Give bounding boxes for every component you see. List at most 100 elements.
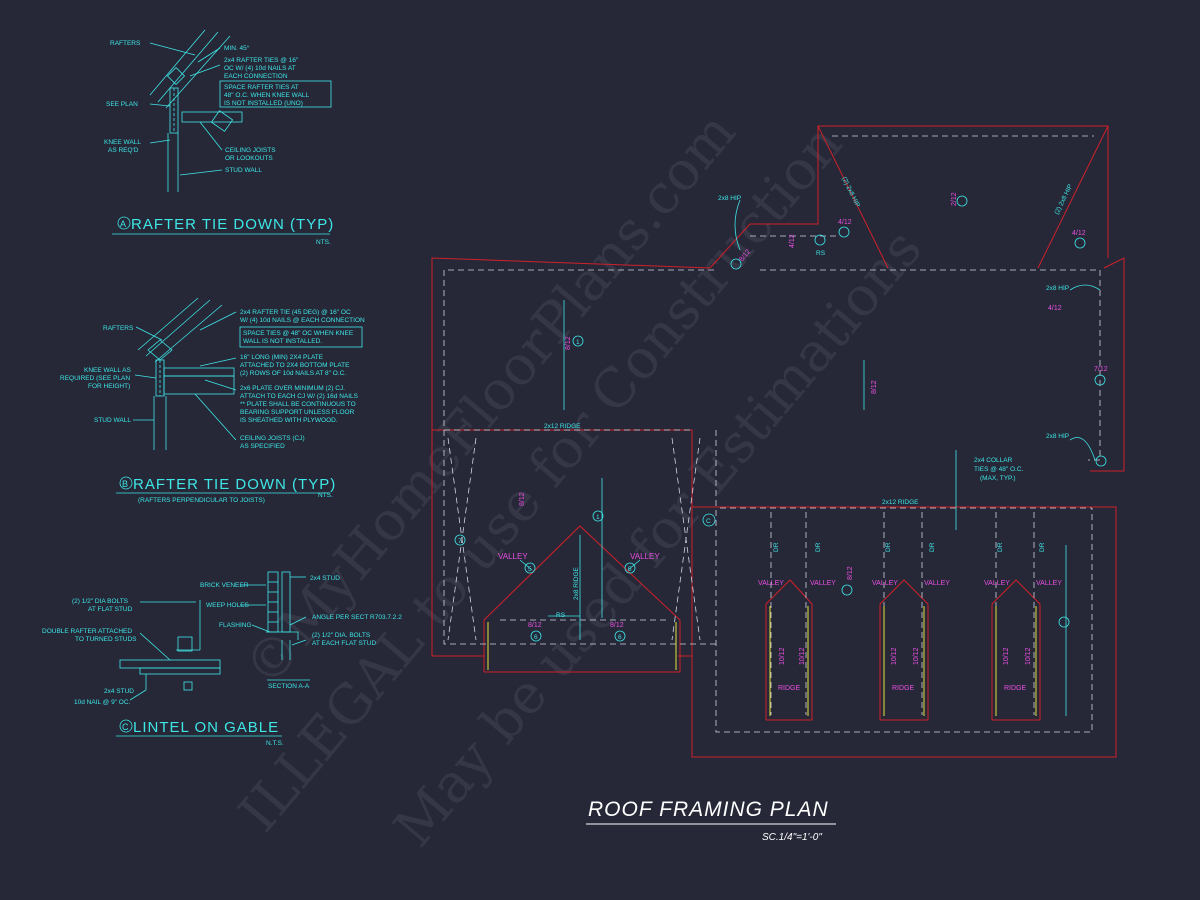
note-b-1: 2x4 RAFTER TIE (45 DEG) @ 16" OC: [240, 309, 351, 316]
label-small-ridge-2: RIDGE: [892, 685, 915, 692]
note-b-ceil-2: AS SPECIFIED: [240, 443, 285, 450]
label-ridge-left: 2x12 RIDGE: [544, 423, 581, 430]
note-b-5: (2) ROWS OF 10d NAILS AT 8" O.C.: [240, 370, 346, 377]
label-dr-6: DR: [1039, 542, 1046, 552]
label-small-valley-2: VALLEY: [810, 580, 836, 587]
detail-c-marker: C: [122, 722, 129, 732]
note-c-stud-1: 2x4 STUD: [104, 688, 134, 695]
note-box-2: 48" O.C. WHEN KNEE WALL: [224, 92, 310, 99]
note-knee-1: KNEE WALL: [104, 139, 141, 146]
label-small-valley-1: VALLEY: [758, 580, 784, 587]
detail-b-title: RAFTER TIE DOWN (TYP): [133, 476, 336, 493]
note-c-bolts-1: (2) 1/2" DIA. BOLTS: [312, 632, 371, 639]
pitch-1012-3: 10/12: [891, 647, 898, 665]
section-markers: [454, 195, 1107, 642]
label-dr-2: DR: [815, 542, 822, 552]
pitch-812-a: 8/12: [565, 336, 572, 350]
note-b-8: ** PLATE SHALL BE CONTINUOUS TO: [240, 401, 356, 408]
note-b-4: ATTACHED TO 2X4 BOTTOM PLATE: [240, 362, 350, 369]
pitch-812-b: 8/12: [871, 380, 878, 394]
note-c-weep: WEEP HOLES: [206, 602, 250, 609]
pitch-212: 2/12: [951, 192, 958, 206]
label-small-ridge-1: RIDGE: [778, 685, 801, 692]
label-dr-5: DR: [997, 542, 1004, 552]
label-hip-diag-r: (2) 2x8 HIP: [1054, 183, 1075, 216]
pitch-1012-5: 10/12: [1003, 647, 1010, 665]
detail-c: [119, 571, 310, 701]
note-b-7: ATTACH TO EACH CJ W/ (2) 16d NAILS: [240, 393, 359, 400]
note-c-section: SECTION A-A: [268, 683, 310, 690]
label-hip-r2: 2x8 HIP: [1046, 433, 1069, 440]
detail-c-scale: N.T.S.: [266, 740, 284, 747]
detail-a-title: RAFTER TIE DOWN (TYP): [131, 216, 334, 233]
note-b-box-1: SPACE TIES @ 48" OC WHEN KNEE: [243, 330, 354, 337]
detail-a-notes: RAFTERS MIN. 45° 2x4 RAFTER TIES @ 16" O…: [104, 40, 334, 246]
note-tie-1: 2x4 RAFTER TIES @ 16": [224, 57, 299, 64]
note-c-stud-2: 10d NAIL @ 9" OC.: [74, 699, 131, 706]
pitch-1012-1: 10/12: [779, 647, 786, 665]
note-b-3: 16" LONG (MIN) 2X4 PLATE: [240, 354, 324, 361]
pitch-1012-2: 10/12: [799, 647, 806, 665]
detail-b-scale: NTS.: [318, 492, 333, 499]
detail-a-scale: NTS.: [316, 239, 331, 246]
pitch-812-f: 8/12: [847, 566, 854, 580]
note-tie-3: EACH CONNECTION: [224, 73, 288, 80]
roof-plan-cyan-ridges: [519, 199, 1101, 716]
label-ridge-2x8: 2x8 RIDGE: [573, 566, 580, 600]
label-collar-3: (MAX, TYP.): [980, 475, 1016, 482]
label-collar-1: 2x4 COLLAR: [974, 457, 1013, 464]
detail-c-notes: BRICK VENEER WEEP HOLES FLASHING 2x4 STU…: [42, 575, 402, 747]
tag-5-a: 5: [528, 566, 532, 573]
note-ceil-1: CEILING JOISTS: [225, 147, 276, 154]
detail-c-title: LINTEL ON GABLE: [133, 719, 279, 736]
label-rs-2: RS: [816, 250, 826, 257]
note-b-knee-3: FOR HEIGHT): [88, 383, 130, 390]
pitch-1012-4: 10/12: [913, 647, 920, 665]
pitch-812-c: 8/12: [519, 492, 526, 506]
label-dr-1: DR: [773, 542, 780, 552]
pitch-412-c: 4/12: [789, 234, 796, 248]
plan-title: ROOF FRAMING PLAN: [588, 798, 829, 821]
note-c-lbolts-2: AT FLAT STUD: [88, 606, 133, 613]
label-valley-2: VALLEY: [630, 552, 660, 561]
tag-1-a: 1: [576, 339, 580, 346]
note-c-stud2x4: 2x4 STUD: [310, 575, 340, 582]
plan-title-block: ROOF FRAMING PLAN SC.1/4"=1'-0": [586, 798, 836, 843]
pitch-1012-6: 10/12: [1025, 647, 1032, 665]
detail-a: [149, 29, 332, 192]
tag-1-b: 1: [596, 514, 600, 521]
note-c-dbl-1: DOUBLE RAFTER ATTACHED: [42, 628, 132, 635]
detail-b-subtitle: (RAFTERS PERPENDICULAR TO JOISTS): [138, 497, 265, 504]
label-small-valley-3: VALLEY: [872, 580, 898, 587]
note-rafters: RAFTERS: [110, 40, 141, 47]
label-dr-3: DR: [885, 542, 892, 552]
note-tie-2: OC W/ (4) 10d NAILS AT: [224, 65, 296, 72]
detail-b-notes: 2x4 RAFTER TIE (45 DEG) @ 16" OC W/ (4) …: [60, 309, 365, 504]
label-hip-top: 2x8 HIP: [718, 195, 741, 202]
detail-a-marker: A: [120, 219, 126, 229]
note-stud: STUD WALL: [225, 167, 262, 174]
roof-plan-dashed: [443, 135, 1101, 733]
note-box-3: IS NOT INSTALLED (UNO): [224, 100, 303, 107]
label-hip-diag-l: (2) 2x8 HIP: [840, 176, 861, 209]
tag-5-b: 5: [628, 566, 632, 573]
label-collar-2: TIES @ 48" O.C.: [974, 466, 1024, 473]
label-hip-r1: 2x8 HIP: [1046, 285, 1069, 292]
note-min45: MIN. 45°: [224, 44, 250, 52]
label-ridge-right: 2x12 RIDGE: [882, 499, 919, 506]
pitch-412-b: 4/12: [1072, 230, 1086, 237]
label-small-valley-5: VALLEY: [984, 580, 1010, 587]
label-valley-1: VALLEY: [498, 552, 528, 561]
note-c-brick: BRICK VENEER: [200, 582, 249, 589]
note-knee-2: AS REQ'D: [108, 147, 139, 154]
note-c-lbolts-1: (2) 1/2" DIA BOLTS: [72, 598, 129, 605]
detail-b: [133, 297, 363, 450]
note-b-2: W/ (4) 10d NAILS @ EACH CONNECTION: [240, 317, 365, 324]
note-b-10: IS SHEATHED WITH PLYWOOD.: [240, 417, 338, 424]
note-b-rafters: RAFTERS: [103, 325, 134, 332]
note-c-dbl-2: TO TURNED STUDS: [75, 636, 137, 643]
note-b-ceil-1: CEILING JOISTS (CJ): [240, 435, 305, 442]
note-see-plan: SEE PLAN: [106, 101, 138, 108]
note-b-box-2: WALL IS NOT INSTALLED.: [243, 338, 322, 345]
detail-b-marker: B: [122, 479, 128, 489]
